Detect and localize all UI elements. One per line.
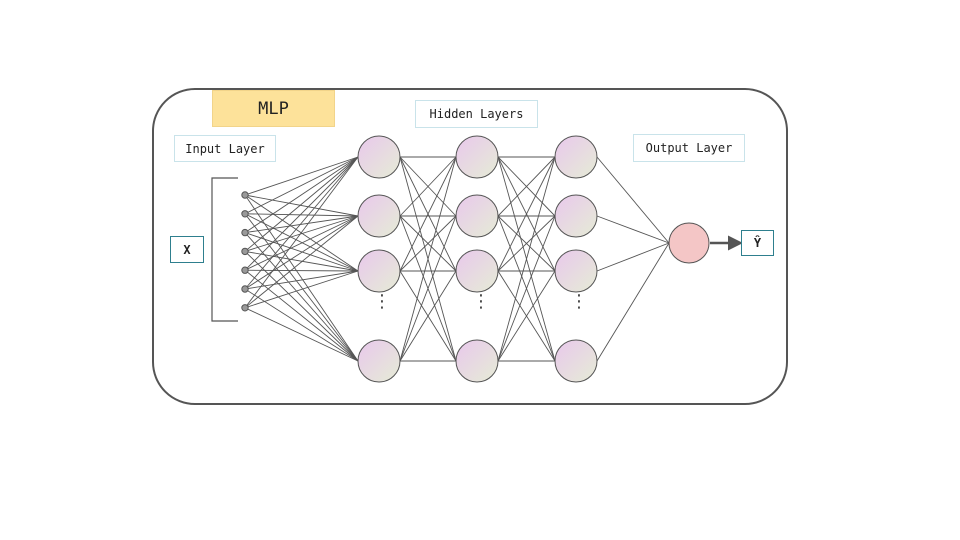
edge: [596, 242, 670, 362]
hidden-layer-1-ellipsis: ⋮: [373, 291, 391, 312]
edge: [244, 156, 359, 290]
input-x-box: X: [170, 236, 204, 263]
hidden-node: [455, 249, 499, 293]
output-layer-label: Output Layer: [633, 134, 745, 162]
edge: [497, 215, 556, 272]
edge: [244, 215, 359, 309]
connection-edges: [244, 156, 670, 362]
edge: [244, 156, 359, 196]
edge: [399, 270, 457, 362]
diagram-frame: [152, 88, 788, 405]
hidden-node: [455, 339, 499, 383]
edge: [244, 194, 359, 362]
edge: [244, 213, 359, 362]
hidden-layer-3-ellipsis: ⋮: [570, 291, 588, 312]
edge: [244, 232, 359, 272]
hidden-node: [357, 135, 401, 179]
edge: [399, 156, 457, 217]
edge: [244, 156, 359, 252]
hidden-node: [554, 194, 598, 238]
edge: [244, 215, 359, 234]
edge: [497, 156, 556, 362]
hidden-layers-label: Hidden Layers: [415, 100, 538, 128]
input-node: [241, 266, 249, 274]
edge: [244, 156, 359, 215]
hidden-node: [357, 194, 401, 238]
edge: [497, 215, 556, 362]
edge: [497, 156, 556, 217]
mlp-title: MLP: [212, 90, 335, 127]
input-bracket: [211, 177, 238, 322]
edge: [497, 156, 556, 272]
hidden-layer-2-ellipsis: ⋮: [472, 291, 490, 312]
edge: [244, 215, 359, 290]
output-node: [668, 222, 710, 264]
input-node: [241, 247, 249, 256]
edge: [399, 156, 457, 362]
edge: [244, 288, 359, 362]
input-layer-label: Input Layer: [174, 135, 276, 162]
input-node: [241, 191, 249, 199]
edge: [596, 242, 670, 272]
edge: [244, 232, 359, 362]
edge: [244, 307, 359, 362]
hidden-node: [455, 135, 499, 179]
edge: [244, 250, 359, 272]
edge: [244, 269, 359, 362]
neuron-nodes: [241, 135, 710, 383]
edge: [244, 215, 359, 271]
edge: [399, 215, 457, 272]
hidden-node: [554, 339, 598, 383]
edge: [244, 156, 359, 271]
edge: [244, 194, 359, 217]
edge: [244, 251, 359, 362]
edge: [399, 215, 457, 362]
edge: [244, 270, 359, 290]
edge: [244, 269, 359, 272]
edge: [399, 156, 457, 272]
hidden-node: [455, 194, 499, 238]
input-node: [241, 228, 249, 237]
edge: [244, 270, 359, 309]
input-node: [241, 304, 249, 312]
hidden-node: [357, 339, 401, 383]
input-node: [241, 210, 249, 218]
hidden-node: [554, 135, 598, 179]
output-y-hat-box: Ŷ: [741, 230, 774, 256]
hidden-node: [554, 249, 598, 293]
edge: [596, 215, 670, 244]
edge: [244, 156, 359, 309]
hidden-node: [357, 249, 401, 293]
edge: [244, 213, 359, 217]
edge: [244, 156, 359, 233]
input-node: [241, 285, 249, 293]
edge: [244, 213, 359, 272]
edge: [497, 270, 556, 362]
edge: [596, 156, 670, 244]
edge: [244, 215, 359, 252]
